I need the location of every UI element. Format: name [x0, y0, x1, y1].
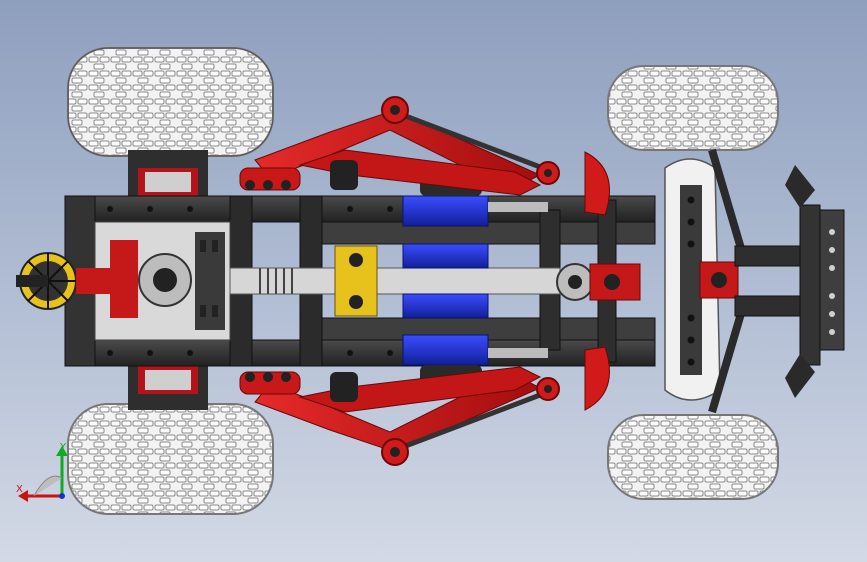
upper-suspension-arms[interactable]	[239, 96, 560, 196]
front-fenders	[584, 151, 610, 411]
axis-triad	[18, 446, 68, 502]
front-axle-body[interactable]	[664, 158, 739, 401]
front-gear-cluster[interactable]	[556, 263, 641, 301]
front-right-tire[interactable]	[607, 414, 779, 500]
triad-x-label: X	[16, 484, 23, 495]
rear-gear[interactable]	[16, 252, 110, 310]
rear-left-tire[interactable]	[67, 47, 274, 157]
steering-links[interactable]	[708, 148, 845, 414]
rear-right-tire[interactable]	[67, 403, 274, 515]
rear-differential[interactable]	[94, 221, 231, 341]
drive-shaft[interactable]	[229, 267, 561, 295]
shock-absorber-center[interactable]	[402, 243, 489, 319]
rear-axle-hubs	[128, 150, 208, 410]
yellow-gear-cluster[interactable]	[334, 245, 378, 317]
triad-y-label: Y	[60, 442, 67, 453]
lower-suspension-arms[interactable]	[239, 366, 560, 466]
triad-z-axis	[59, 493, 65, 499]
front-left-tire[interactable]	[607, 65, 779, 151]
